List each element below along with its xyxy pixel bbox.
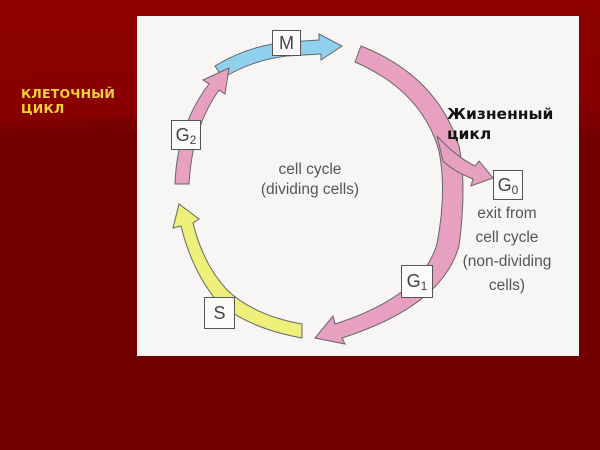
phase-box-m: M [272,30,301,56]
phase-box-g0: G0 [493,170,523,200]
slide-title-line2: ЦИКЛ [21,101,65,116]
slide-title: КЛЕТОЧНЫЙ ЦИКЛ [21,86,115,116]
phase-box-s: S [204,297,235,329]
center-label: cell cycle (dividing cells) [260,161,360,198]
slide-title-line1: КЛЕТОЧНЫЙ [21,86,116,101]
m-phase-arrow [214,33,343,79]
phase-box-g2: G2 [171,120,201,150]
exit-label: exit from cell cycle (non-dividing cells… [462,205,552,294]
s-phase-arrow [172,203,303,339]
diagram-panel: M G2 S G1 G0 Жизненный цикл cell cycle (… [137,16,579,356]
exit-to-g0-arrow [436,135,494,187]
life-cycle-annotation: Жизненный цикл [447,105,554,143]
phase-box-g1: G1 [401,265,433,298]
